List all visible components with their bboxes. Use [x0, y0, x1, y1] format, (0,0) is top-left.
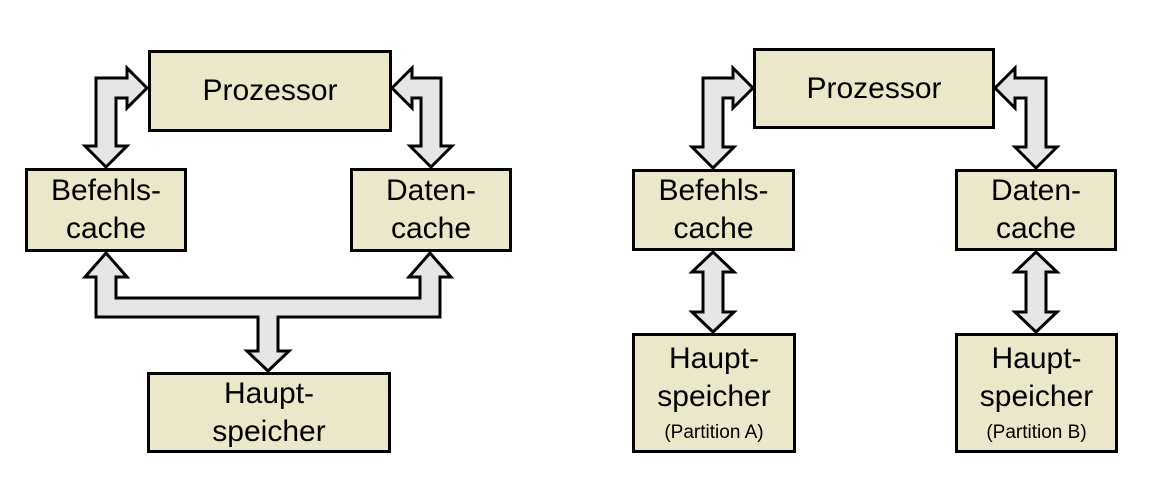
right-processor-label: Prozessor — [806, 71, 942, 105]
left-data-cache-label-line2: cache — [390, 212, 472, 245]
right-instruction-cache-label-line1: Befehls- — [658, 174, 769, 207]
left-instruction-cache-label-line1: Befehls- — [50, 174, 162, 207]
right-data-cache-label-line2: cache — [995, 212, 1077, 245]
left-processor-label: Prozessor — [202, 74, 338, 107]
left-processor-data-cache-arrow — [389, 64, 456, 170]
left-instruction-cache-box: Befehls- cache — [25, 168, 187, 252]
right-instruction-cache-box: Befehls- cache — [632, 169, 795, 251]
left-instruction-cache-label-line2: cache — [65, 212, 147, 245]
right-main-memory-b-label-line1: Haupt- — [991, 341, 1082, 375]
left-main-memory-label-line1: Haupt- — [223, 376, 315, 410]
left-data-cache-label-line1: Daten- — [385, 174, 477, 207]
left-main-memory-box: Haupt- speicher — [147, 372, 391, 453]
right-processor-instruction-cache-arrow — [688, 64, 756, 171]
left-processor-box: Prozessor — [148, 50, 392, 132]
right-main-memory-b-label-line2: speicher — [979, 379, 1094, 413]
right-main-memory-a-label-line1: Haupt- — [668, 341, 760, 375]
left-data-cache-box: Daten- cache — [350, 168, 512, 252]
right-main-memory-a-label-line2: speicher — [657, 379, 771, 413]
left-processor-instruction-cache-arrow — [81, 64, 150, 170]
right-main-memory-a-box: Haupt- speicher (Partition A) — [632, 333, 796, 453]
right-main-memory-b-partition-label: (Partition B) — [986, 421, 1087, 443]
right-processor-data-cache-arrow — [992, 64, 1061, 171]
right-instruction-cache-memory-a-arrow — [688, 249, 738, 335]
right-processor-box: Prozessor — [753, 48, 995, 129]
right-data-cache-box: Daten- cache — [955, 169, 1117, 251]
right-data-cache-memory-b-arrow — [1011, 249, 1061, 335]
left-caches-main-memory-arrow — [81, 250, 455, 374]
right-instruction-cache-label-line2: cache — [673, 212, 754, 245]
left-main-memory-label-line2: speicher — [212, 414, 326, 448]
right-main-memory-b-box: Haupt- speicher (Partition B) — [955, 333, 1118, 453]
right-main-memory-a-partition-label: (Partition A) — [664, 421, 764, 443]
right-data-cache-label-line1: Daten- — [990, 174, 1082, 207]
